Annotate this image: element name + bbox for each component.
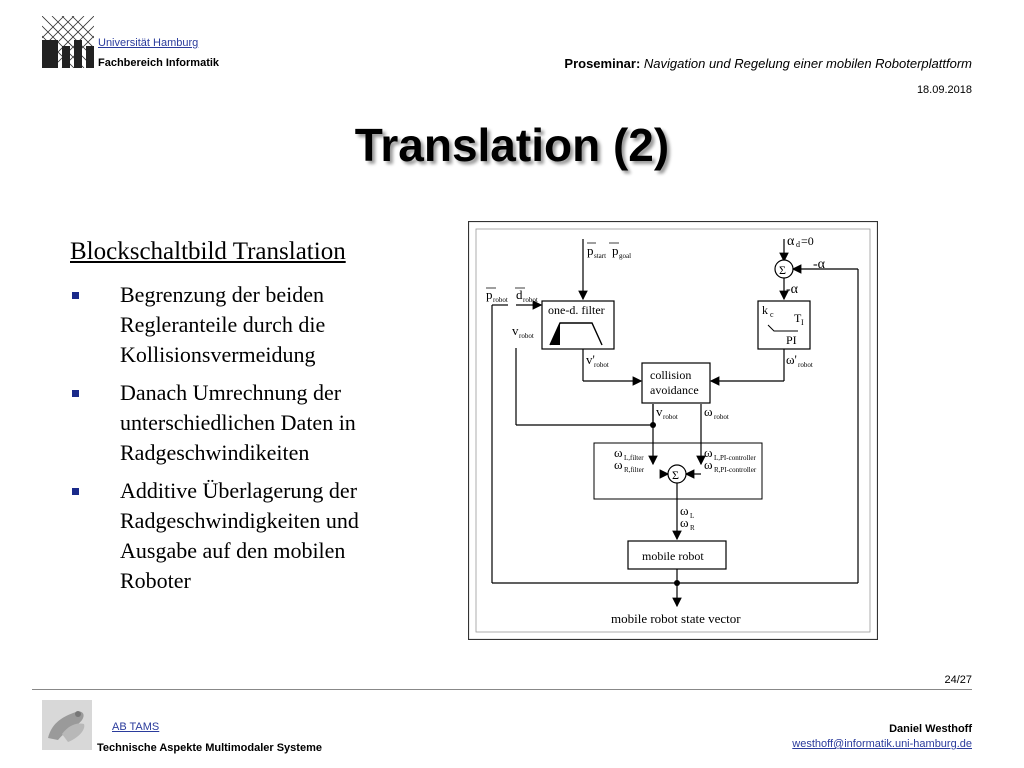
course-label: Proseminar: (564, 56, 641, 71)
omega-r-sub: R (690, 524, 695, 532)
bullet-item: Danach Umrechnung der unterschiedlichen … (70, 378, 410, 468)
slide-title: Translation (2) (354, 119, 670, 171)
omega-l-pi-label: ω (704, 445, 713, 460)
alpha-d-eq: =0 (801, 234, 814, 248)
date: 18.09.2018 (916, 84, 972, 96)
minus-alpha-bottom: -α (786, 282, 799, 297)
section-heading: Blockschaltbild Translation (70, 238, 346, 265)
ti-label: T (794, 311, 802, 325)
university-link[interactable]: Universität Hamburg (98, 37, 199, 49)
alpha-d-label: α (787, 234, 795, 249)
pi-label: PI (786, 333, 797, 347)
p-robot-label: p (486, 287, 493, 302)
v-robot-left-label: v (512, 323, 519, 338)
bullet-text: Additive Überlagerung der Radgeschwindig… (120, 478, 359, 593)
collision-line2: avoidance (650, 383, 699, 397)
group-link[interactable]: AB TAMS (112, 721, 160, 733)
v-prime-label: v' (586, 352, 595, 367)
bullet-text: Begrenzung der beiden Regleranteile durc… (120, 282, 326, 367)
omega-l-label: ω (680, 503, 689, 518)
omega-robot-sub: robot (714, 413, 729, 421)
bullet-icon (72, 488, 79, 495)
tams-logo (42, 700, 92, 750)
omega-l-sub: L (690, 512, 694, 520)
university-logo (41, 15, 95, 69)
author-name: Daniel Westhoff (889, 723, 972, 735)
bullet-item: Additive Überlagerung der Radgeschwindig… (70, 476, 410, 596)
course-title: Proseminar: Navigation und Regelung eine… (564, 56, 972, 71)
block-diagram: one-d. filter Σ k c T I PI collision avo… (467, 220, 879, 641)
filter-label: one-d. filter (548, 303, 605, 317)
p-robot-sub: robot (493, 296, 508, 304)
omega-r-pi-sub: R,PI-controller (714, 466, 757, 474)
kc-sub: c (770, 310, 774, 319)
bullet-item: Begrenzung der beiden Regleranteile durc… (70, 280, 410, 370)
group-description: Technische Aspekte Multimodaler Systeme (97, 742, 322, 754)
omega-r-filter-label: ω (614, 457, 623, 472)
v-robot-label: v (656, 404, 663, 419)
omega-prime-sub: robot (798, 361, 813, 369)
bullet-icon (72, 292, 79, 299)
omega-l-filter-label: ω (614, 445, 623, 460)
bullet-icon (72, 390, 79, 397)
omega-r-filter-sub: R,filter (624, 466, 645, 474)
state-vector-label: mobile robot state vector (611, 611, 741, 626)
v-prime-sub: robot (594, 361, 609, 369)
p-start-sub: start (594, 252, 606, 260)
v-robot-sub: robot (663, 413, 678, 421)
omega-prime-label: ω' (786, 352, 797, 367)
bullet-list: Begrenzung der beiden Regleranteile durc… (70, 280, 410, 604)
mobile-robot-label: mobile robot (642, 549, 704, 563)
omega-l-pi-sub: L,PI-controller (714, 454, 756, 462)
author-email-link[interactable]: westhoff@informatik.uni-hamburg.de (792, 738, 972, 750)
p-goal-sub: goal (619, 252, 631, 260)
footer-divider (32, 689, 972, 690)
alpha-d-sub: d (796, 240, 800, 249)
omega-robot-label: ω (704, 404, 713, 419)
page-number: 24/27 (944, 674, 972, 686)
sum-bottom-label: Σ (672, 468, 679, 482)
collision-line1: collision (650, 368, 691, 382)
d-robot-label: d (516, 287, 523, 302)
p-start-label: p (587, 243, 594, 258)
d-robot-sub: robot (523, 296, 538, 304)
bullet-text: Danach Umrechnung der unterschiedlichen … (120, 380, 356, 465)
department-name: Fachbereich Informatik (98, 57, 220, 69)
omega-r-pi-label: ω (704, 457, 713, 472)
sum-top-label: Σ (779, 263, 786, 277)
kc-label: k (762, 303, 768, 317)
course-name: Navigation und Regelung einer mobilen Ro… (643, 56, 972, 71)
p-goal-label: p (612, 243, 619, 258)
v-robot-left-sub: robot (519, 332, 534, 340)
omega-r-label: ω (680, 515, 689, 530)
minus-alpha-top: -α (813, 257, 826, 272)
ti-sub: I (801, 318, 804, 327)
omega-l-filter-sub: L,filter (624, 454, 644, 462)
